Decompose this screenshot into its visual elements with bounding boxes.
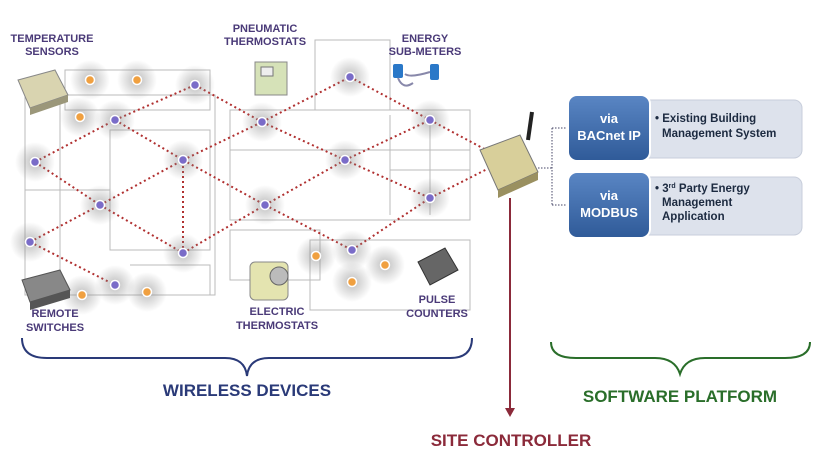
remote-switch-device <box>21 269 71 310</box>
connector-lines <box>538 127 568 206</box>
wireless-node-repeater <box>10 222 50 262</box>
wireless-node-repeater <box>245 185 285 225</box>
pulse-counter-device <box>417 247 459 286</box>
wireless-node-repeater <box>332 230 372 270</box>
wireless-node-repeater <box>95 265 135 305</box>
wireless-node-repeater <box>410 100 450 140</box>
site-controller-label: SITE CONTROLLER <box>431 431 592 450</box>
wireless-node-endpoint <box>296 236 336 276</box>
arrow-head-icon <box>505 408 515 417</box>
wireless-devices-label: WIRELESS DEVICES <box>163 381 331 400</box>
wireless-node-repeater <box>163 233 203 273</box>
wireless-node-repeater <box>175 65 215 105</box>
wireless-node-repeater <box>163 140 203 180</box>
via-box <box>567 171 651 239</box>
temperature-sensor-device <box>17 69 69 115</box>
wireless-brace <box>21 337 473 377</box>
wireless-node-endpoint <box>70 60 110 100</box>
wireless-node-repeater <box>410 178 450 218</box>
energy-sub-meter-device <box>393 64 439 87</box>
wireless-node-repeater <box>242 102 282 142</box>
software-brace <box>550 341 811 378</box>
wireless-nodes <box>10 57 450 315</box>
pneumatic-thermostat-device <box>254 61 288 96</box>
wireless-node-repeater <box>95 100 135 140</box>
wireless-node-repeater <box>325 140 365 180</box>
wireless-node-endpoint <box>62 275 102 315</box>
via-box <box>567 94 651 162</box>
site-controller-device <box>479 111 539 198</box>
wireless-node-endpoint <box>60 97 100 137</box>
wireless-node-repeater <box>15 142 55 182</box>
software-platform-label: SOFTWARE PLATFORM <box>583 387 777 406</box>
electric-thermostat-device <box>249 261 289 301</box>
wireless-node-endpoint <box>332 262 372 302</box>
wireless-node-repeater <box>330 57 370 97</box>
wireless-node-endpoint <box>127 272 167 312</box>
wireless-node-repeater <box>80 185 120 225</box>
wireless-node-endpoint <box>365 245 405 285</box>
wireless-node-endpoint <box>117 60 157 100</box>
